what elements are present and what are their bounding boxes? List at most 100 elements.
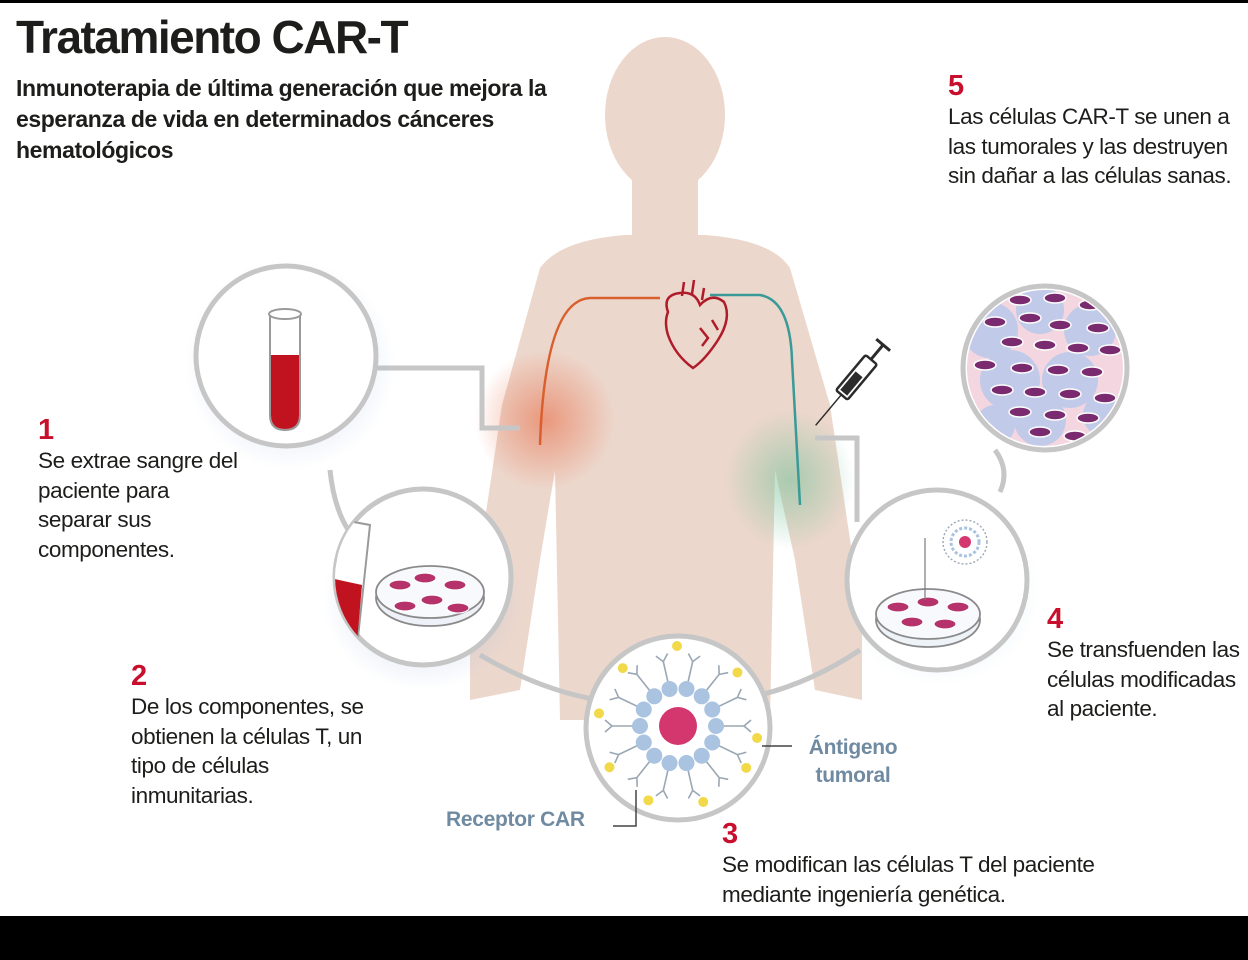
car-receptor-arm bbox=[736, 754, 742, 764]
circle-blood-extraction bbox=[185, 260, 395, 470]
car-receptor-arm bbox=[743, 719, 752, 727]
tumor-cell bbox=[1033, 339, 1057, 351]
tumor-cell bbox=[1008, 294, 1032, 306]
antigen-dot bbox=[698, 796, 709, 807]
tumor-cell bbox=[1086, 322, 1110, 334]
petri-dish-modified-icon bbox=[875, 588, 981, 648]
tumor-cell bbox=[1066, 342, 1090, 354]
car-receptor-stem bbox=[687, 768, 694, 791]
tumor-cell bbox=[1043, 409, 1067, 421]
car-receptor-arm bbox=[743, 725, 752, 733]
membrane-bead bbox=[646, 688, 663, 705]
car-receptor-arm bbox=[692, 655, 701, 663]
step-1: 1 Se extrae sangre del paciente para sep… bbox=[38, 414, 238, 564]
car-receptor-arm bbox=[719, 776, 729, 781]
car-receptor-stem bbox=[704, 673, 720, 693]
tumor-cell bbox=[1048, 319, 1072, 331]
petri-dish-icon bbox=[375, 565, 485, 627]
membrane-bead bbox=[704, 734, 721, 751]
t-cell-membrane-beads bbox=[632, 680, 724, 772]
car-receptor-arm bbox=[662, 653, 669, 663]
tumor-antigen-dots bbox=[594, 641, 763, 807]
car-receptor-arm bbox=[687, 653, 694, 663]
membrane-bead bbox=[635, 701, 652, 718]
membrane-bead bbox=[635, 734, 652, 751]
step-5-number: 5 bbox=[948, 70, 965, 102]
antigen-dot bbox=[604, 762, 615, 773]
membrane-bead bbox=[693, 747, 710, 764]
step-1-number: 1 bbox=[38, 414, 55, 446]
car-receptor-stem bbox=[618, 744, 639, 756]
tumor-cell bbox=[1010, 362, 1034, 374]
tumor-cell bbox=[1093, 392, 1117, 404]
antigen-dot bbox=[643, 795, 654, 806]
car-receptor-arm bbox=[609, 751, 619, 756]
tissue-blob bbox=[1014, 394, 1066, 446]
tumor-cell bbox=[983, 316, 1007, 328]
tumor-cell bbox=[1023, 386, 1047, 398]
car-receptor-stem bbox=[636, 673, 652, 693]
page-title: Tratamiento CAR-T bbox=[16, 11, 409, 63]
membrane-bead bbox=[678, 680, 695, 697]
tumor-cell bbox=[1058, 388, 1082, 400]
car-receptor-stem bbox=[636, 759, 652, 779]
car-receptor-arm bbox=[604, 719, 613, 727]
membrane-bead bbox=[704, 701, 721, 718]
antigen-label: Ántigeno tumoral bbox=[808, 736, 898, 787]
car-receptor-arm bbox=[614, 754, 620, 764]
car-receptor-arm bbox=[609, 696, 619, 701]
blood-draw-glow bbox=[475, 350, 615, 490]
car-receptor-stem bbox=[717, 744, 738, 756]
tumor-cell bbox=[1000, 336, 1024, 348]
membrane-bead bbox=[646, 747, 663, 764]
step-2-number: 2 bbox=[131, 660, 148, 692]
circle-transfusion bbox=[840, 487, 1040, 685]
tumor-cell bbox=[1008, 406, 1032, 418]
receptor-car-leader bbox=[613, 790, 637, 827]
infusion-glow bbox=[725, 410, 855, 550]
membrane-bead bbox=[661, 755, 678, 772]
antigen-dot bbox=[594, 708, 605, 719]
car-receptor-rays bbox=[604, 653, 752, 799]
car-receptor-arm bbox=[627, 776, 637, 781]
car-receptor-arm bbox=[627, 671, 637, 676]
step-5-text: Las células CAR-T se unen a las tumorale… bbox=[948, 104, 1232, 188]
car-receptor-label: Receptor CAR bbox=[446, 808, 585, 831]
step-2-text: De los componentes, se obtienen la célul… bbox=[131, 694, 364, 808]
car-receptor-arm bbox=[737, 696, 747, 701]
car-receptor-stem bbox=[717, 696, 738, 708]
step-5: 5 Las células CAR-T se unen a las tumora… bbox=[948, 70, 1238, 191]
tumor-cell bbox=[1046, 364, 1070, 376]
tumor-cell bbox=[1076, 412, 1100, 424]
heart-icon bbox=[664, 279, 729, 370]
blood-tube-out bbox=[538, 296, 660, 446]
car-receptor-arm bbox=[614, 688, 620, 698]
top-rule bbox=[0, 0, 1248, 3]
car-receptor-stem bbox=[704, 759, 720, 779]
car-receptor-arm bbox=[604, 725, 613, 733]
antigen-dot bbox=[752, 732, 763, 743]
car-receptor-stem bbox=[662, 661, 669, 684]
tumor-cells bbox=[973, 292, 1122, 442]
car-receptor-arm bbox=[655, 655, 664, 663]
tumor-cell bbox=[973, 359, 997, 371]
membrane-bead bbox=[693, 688, 710, 705]
tumor-cell bbox=[990, 384, 1014, 396]
step-3-number: 3 bbox=[722, 818, 739, 850]
circle-car-t-cell bbox=[583, 633, 773, 823]
page-subtitle: Inmunoterapia de última generación que m… bbox=[16, 75, 547, 163]
mini-car-t-cell-icon bbox=[942, 519, 988, 565]
step-1-text: Se extrae sangre del paciente para separ… bbox=[38, 448, 238, 562]
car-receptor-arm bbox=[655, 789, 664, 797]
step-4: 4 Se transfuenden las células modificada… bbox=[1047, 603, 1242, 724]
membrane-bead bbox=[632, 718, 648, 734]
car-receptor-arm bbox=[719, 671, 729, 676]
test-tube-icon bbox=[268, 308, 302, 432]
tumor-cell bbox=[1043, 292, 1067, 304]
tumor-cell bbox=[1080, 366, 1104, 378]
car-receptor-arm bbox=[662, 789, 669, 799]
car-receptor-arm bbox=[737, 751, 747, 756]
step-4-number: 4 bbox=[1047, 603, 1064, 635]
syringe-icon bbox=[815, 337, 892, 426]
